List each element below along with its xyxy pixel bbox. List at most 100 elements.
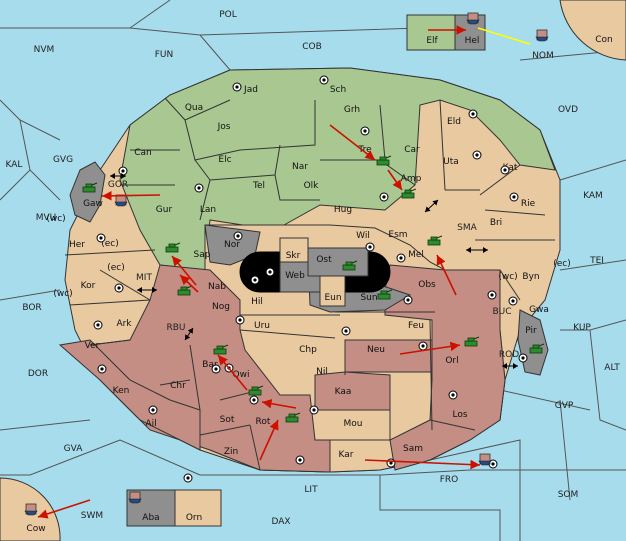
supply-center-dot xyxy=(521,356,525,360)
province-label-Can: Can xyxy=(134,148,152,158)
supply-center-dot xyxy=(268,270,272,274)
province-label-Ark: Ark xyxy=(116,319,132,329)
army-unit-icon[interactable] xyxy=(213,344,229,355)
army-unit-icon[interactable] xyxy=(529,343,545,354)
province-label-Tre: Tre xyxy=(357,145,372,155)
province-label-Car: Car xyxy=(404,145,420,155)
sea-label-GVP: GVP xyxy=(555,401,574,411)
order-arrow xyxy=(399,341,461,355)
supply-center-dot xyxy=(503,168,507,172)
province-label-Sap: Sap xyxy=(194,250,211,260)
province-label-Web: Web xyxy=(285,271,305,281)
army-unit-icon[interactable] xyxy=(377,289,393,300)
coast-label: (ec) xyxy=(101,239,119,249)
province-label-Zin: Zin xyxy=(224,447,238,457)
supply-center-dot xyxy=(322,78,326,82)
supply-center-dot xyxy=(252,398,256,402)
province-label-Kat: Kat xyxy=(503,163,518,173)
sea-label-COB: COB xyxy=(302,42,322,52)
province-label-Gaw: Gaw xyxy=(83,199,103,209)
province-Elf[interactable] xyxy=(406,14,456,51)
order-arrow xyxy=(261,398,297,409)
order-arrows xyxy=(37,25,531,519)
supply-center-dot xyxy=(214,367,218,371)
fleet-unit-icon[interactable] xyxy=(128,491,142,504)
order-arrow xyxy=(329,124,376,161)
sea-label-MVU: MVU xyxy=(36,213,57,223)
army-unit-icon[interactable] xyxy=(427,235,443,246)
fleet-unit-icon[interactable] xyxy=(114,194,128,207)
province-label-Elc: Elc xyxy=(218,155,231,165)
sea-label-RBU: RBU xyxy=(166,323,185,333)
province-label-Elf: Elf xyxy=(426,36,438,46)
army-unit-icon[interactable] xyxy=(82,182,98,193)
province-label-Chp: Chp xyxy=(299,345,317,355)
supply-center-dot xyxy=(491,462,495,466)
province-label-Hil: Hil xyxy=(251,297,263,307)
army-unit-icon[interactable] xyxy=(464,336,480,347)
order-arrow xyxy=(259,419,279,461)
fleet-unit-icon[interactable] xyxy=(24,503,38,516)
canal-connector-icon xyxy=(184,327,194,341)
army-unit-icon[interactable] xyxy=(285,412,301,423)
province-label-Jad: Jad xyxy=(243,85,258,95)
fleet-unit-icon[interactable] xyxy=(535,29,549,42)
army-unit-icon[interactable] xyxy=(248,385,264,396)
support-line xyxy=(477,27,531,45)
sea-label-BUC: BUC xyxy=(492,307,511,317)
sea-label-GOR: GOR xyxy=(108,180,128,190)
canal-connectors xyxy=(110,173,518,369)
province-label-Esm: Esm xyxy=(388,230,407,240)
sea-label-BOR: BOR xyxy=(22,303,41,313)
province-label-Nor: Nor xyxy=(224,240,240,250)
supply-center-dot xyxy=(121,169,125,173)
supply-center-dot xyxy=(197,186,201,190)
province-label-Ken: Ken xyxy=(113,386,130,396)
supply-center-dot xyxy=(100,367,104,371)
order-arrow xyxy=(217,354,248,391)
sea-label-LIT: LIT xyxy=(304,485,318,495)
province-label-Sch: Sch xyxy=(330,85,346,95)
supply-center-dot xyxy=(421,344,425,348)
army-unit-icon[interactable] xyxy=(401,188,417,199)
province-Eun[interactable] xyxy=(319,275,346,307)
sea-label-KUP: KUP xyxy=(573,323,591,333)
province-label-Cow: Cow xyxy=(26,524,45,534)
province-label-Kaa: Kaa xyxy=(335,387,352,397)
sea-label-DOR: DOR xyxy=(28,369,48,379)
coast-label: (wc) xyxy=(498,272,517,282)
province-label-Kor: Kor xyxy=(81,281,96,291)
supply-center-dot xyxy=(117,286,121,290)
province-Orn[interactable] xyxy=(174,489,222,527)
sea-label-FUN: FUN xyxy=(155,50,174,60)
supply-center-dot xyxy=(451,393,455,397)
region-red-east xyxy=(384,264,506,471)
canal-connector-icon xyxy=(424,199,439,213)
supply-centers xyxy=(93,75,528,483)
fleet-unit-icon[interactable] xyxy=(478,453,492,466)
army-unit-icon[interactable] xyxy=(165,242,181,253)
province-label-Eun: Eun xyxy=(324,293,341,303)
province-label-Hel: Hel xyxy=(465,36,480,46)
province-label-Ail: Ail xyxy=(145,419,156,429)
province-label-Con: Con xyxy=(595,35,613,45)
province-label-Los: Los xyxy=(452,410,467,420)
fleet-unit-icon[interactable] xyxy=(466,12,480,25)
supply-center-dot xyxy=(512,195,516,199)
province-Skr[interactable] xyxy=(279,237,309,263)
province-label-Rot: Rot xyxy=(256,417,271,427)
province-Nor[interactable] xyxy=(204,224,261,266)
supply-center-dot xyxy=(382,195,386,199)
province-label-Ost: Ost xyxy=(316,255,332,265)
province-label-Pir: Pir xyxy=(525,326,537,336)
province-label-Sam: Sam xyxy=(403,444,423,454)
province-label-Gwa: Gwa xyxy=(529,305,549,315)
army-unit-icon[interactable] xyxy=(376,155,392,166)
province-Kaa[interactable] xyxy=(314,371,391,411)
supply-center-dot xyxy=(235,85,239,89)
order-arrow xyxy=(171,255,197,286)
army-unit-icon[interactable] xyxy=(342,260,358,271)
province-label-Ver: Ver xyxy=(85,341,100,351)
